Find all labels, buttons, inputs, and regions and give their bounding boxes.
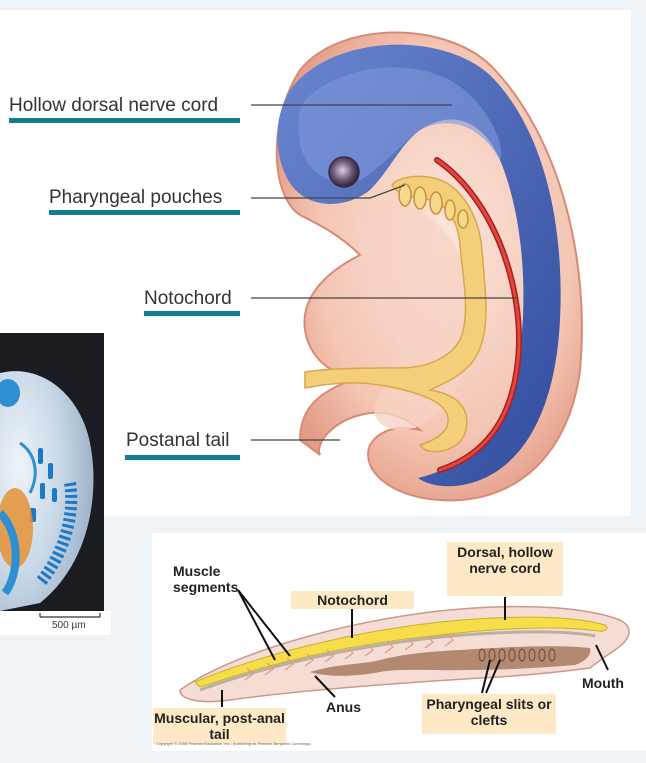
underline-postanal-tail [125, 455, 240, 460]
label-pharyngeal-slits: Pharyngeal slits or clefts [422, 694, 556, 734]
scale-bar-label: 500 µm [52, 620, 86, 631]
label-notochord: Notochord [144, 288, 232, 309]
label-anus: Anus [326, 699, 361, 715]
leader-pouches-b [369, 184, 406, 199]
lancelet-nerve-cord [194, 616, 608, 688]
lancelet-pharyngeal-slits [478, 648, 556, 662]
label-mouth: Mouth [582, 675, 624, 691]
label-pharyngeal-pouches: Pharyngeal pouches [49, 187, 223, 208]
label-postanal-tail: Postanal tail [126, 430, 230, 451]
label-hollow-dorsal-nerve-cord: Hollow dorsal nerve cord [9, 95, 219, 116]
label-lancelet-notochord: Notochord [291, 591, 414, 609]
underline-notochord [144, 311, 240, 316]
label-muscle-segments: Muscle segments [173, 563, 239, 595]
lancelet-gut [310, 646, 591, 676]
lancelet-notochord [199, 630, 596, 692]
lancelet-body [179, 605, 630, 703]
muscle-segment-chevrons [244, 633, 454, 681]
underline-pharyngeal-pouches [49, 210, 240, 215]
label-muscular-tail: Muscular, post-anal tail [153, 708, 286, 744]
scale-bar-box [0, 611, 111, 635]
pharynx-shape [304, 175, 487, 453]
underline-nerve-cord [9, 118, 240, 123]
pharyngeal-pouches [398, 183, 469, 229]
embryo-photo [0, 333, 104, 611]
eye [328, 156, 360, 188]
copyright-notice: Copyright © 2008 Pearson Education, Inc.… [156, 741, 312, 746]
label-dorsal-hollow-nerve-cord: Dorsal, hollow nerve cord [447, 542, 563, 596]
